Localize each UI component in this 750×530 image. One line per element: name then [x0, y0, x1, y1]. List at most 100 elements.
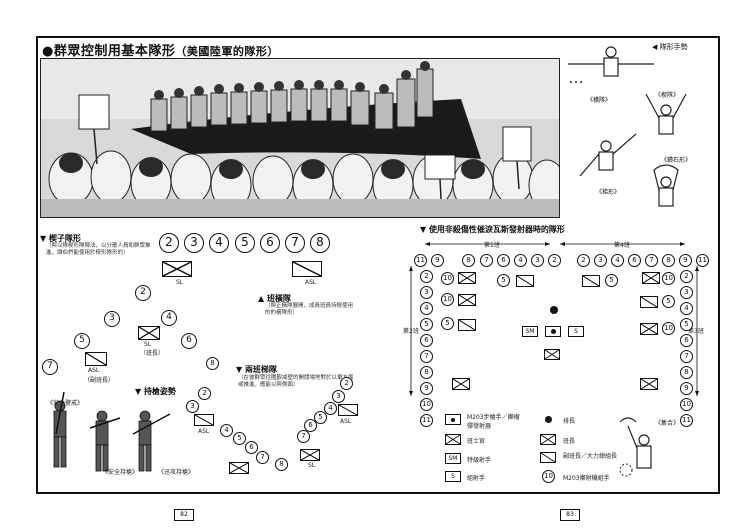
legend-platoon-mark [545, 416, 552, 423]
gas-top-circle: 4 [611, 254, 624, 267]
gas-top-circle: 7 [480, 254, 493, 267]
asl-box [292, 261, 322, 277]
legend-sl-box [540, 434, 556, 445]
gas-left-10: 10 [441, 293, 454, 306]
gas-left-circle: 7 [420, 350, 433, 363]
gas-right-circle: 8 [680, 366, 693, 379]
gas-left-circle: 4 [420, 302, 433, 315]
echelon-4a: 4 [220, 424, 233, 437]
echelon-8: 8 [206, 357, 219, 370]
gas-left-circle: 8 [420, 366, 433, 379]
gas-right-circle: 4 [680, 302, 693, 315]
gas-top-circle: 8 [462, 254, 475, 267]
weapon-label-port: 《安全持槍》 [102, 469, 139, 476]
gas-box-h [640, 323, 658, 335]
gesture-label-echelon: 《梯形》 [596, 189, 621, 196]
title-sub: （美國陸軍的隊形） [175, 45, 279, 58]
gas-formation-lines [409, 242, 699, 396]
formation-7: 7 [42, 359, 58, 375]
legend-marksman: 特級射手 [467, 457, 492, 464]
echelon-sl-box [229, 462, 249, 474]
center-s: S [568, 326, 584, 337]
gas-box-e [458, 294, 476, 306]
echelon-2b: 2 [340, 377, 353, 390]
gas-top-circle: 4 [514, 254, 527, 267]
weapon-title: ▼ 持槍姿勢 [135, 387, 176, 396]
squad1-label: 第1班 [484, 242, 500, 249]
gas-top-circle: 11 [696, 254, 709, 267]
gas-top-circle: 6 [497, 254, 510, 267]
squad3-label: 第3班 [688, 328, 704, 335]
gas-left-circle: 11 [420, 414, 433, 427]
echelon-5b: 5 [314, 411, 327, 424]
squad2-label: 第2班 [403, 328, 419, 335]
gather-label: 《集合》 [655, 420, 680, 427]
legend-m203: M203步槍手／擲榴彈發射器 [467, 414, 520, 430]
gesture-title: ◀ 隊形手勢 [652, 43, 688, 51]
gas-left-circle: 2 [420, 270, 433, 283]
legend-asl-box [540, 452, 556, 463]
formation-6: 6 [181, 333, 197, 349]
formation-4: 4 [161, 310, 177, 326]
wedge-number-2: 2 [159, 233, 179, 253]
wedge-number-4: 4 [209, 233, 229, 253]
gas-top-circle: 3 [594, 254, 607, 267]
echelon-title: ▼ 兩班梯隊 [236, 365, 277, 374]
echelon-8a: 8 [275, 458, 288, 471]
wedge-number-7: 7 [285, 233, 305, 253]
formation-3: 3 [104, 311, 120, 327]
gather-figure [619, 417, 652, 477]
gesture-label-line: 《橫隊》 [587, 97, 612, 104]
echelon-2a: 2 [198, 387, 211, 400]
line-note: （與正橫隊展開，成員班員持棍使用的的橫隊形） [265, 303, 354, 316]
gas-box-b [516, 275, 534, 287]
legend-asl: 副班長／大力鉗組長 [563, 453, 618, 460]
gas-right-circle: 9 [680, 382, 693, 395]
gas-right-circle: 5 [680, 318, 693, 331]
gas-left-circle: 9 [420, 382, 433, 395]
gas-left-circle: 10 [420, 398, 433, 411]
riot-illustration [40, 58, 560, 218]
gas-top-circle: 9 [431, 254, 444, 267]
gas-right-circle: 11 [680, 414, 693, 427]
gas-right-circle: 6 [680, 334, 693, 347]
gas-box-c [582, 275, 600, 287]
wedge-number-8: 8 [310, 233, 330, 253]
echelon-4b: 4 [324, 402, 337, 415]
legend-m203-gunner: M203擲射機組手 [563, 475, 610, 482]
sl-label-2: SL [144, 341, 152, 348]
gas-right-5: 5 [662, 295, 675, 308]
formation-5: 5 [74, 333, 90, 349]
sl-sub-label: （班長） [140, 350, 165, 357]
gesture-label-diamond: 《鑽石形》 [661, 157, 692, 164]
gas-left-circle: 5 [420, 318, 433, 331]
center-box [544, 349, 560, 360]
wedge-number-6: 6 [260, 233, 280, 253]
gas-top-circle: 3 [531, 254, 544, 267]
gas-top-circle: 9 [679, 254, 692, 267]
legend-m203-box [445, 414, 461, 425]
squad4-label: 第4班 [614, 242, 630, 249]
weapon-label-guard: 《安全警戒》 [47, 400, 84, 407]
legend-nco: 班士官 [467, 438, 486, 445]
legend-sl: 班長 [563, 438, 576, 445]
gas-box-d [642, 272, 660, 284]
sl-box-formation [138, 326, 160, 340]
gas-top-circle: 2 [548, 254, 561, 267]
wedge-note: （與以隊楔形隊陣法，以分散人員和群眾推進，讓伯們能使用於楔形隊形的） [46, 243, 151, 256]
gas-top-circle: 6 [628, 254, 641, 267]
gas-title: ▼ 使用非殺傷性催淚瓦斯發射器時的隊形 [420, 225, 565, 234]
echelon-sl2-box [300, 449, 320, 461]
title-main: ●群眾控制用基本隊形 [42, 44, 176, 59]
page-number-right: 83 [560, 509, 580, 521]
legend-sm-box: SM [445, 453, 461, 464]
gas-top-circle: 8 [662, 254, 675, 267]
sl-label: SL [176, 279, 184, 286]
formation-2: 2 [135, 285, 151, 301]
gas-right-circle: 10 [680, 398, 693, 411]
echelon-3a: 3 [186, 400, 199, 413]
gas-inner-5b: 5 [605, 274, 618, 287]
gas-left-circle: 6 [420, 334, 433, 347]
echelon-5a: 5 [233, 432, 246, 445]
page-frame [36, 36, 720, 494]
